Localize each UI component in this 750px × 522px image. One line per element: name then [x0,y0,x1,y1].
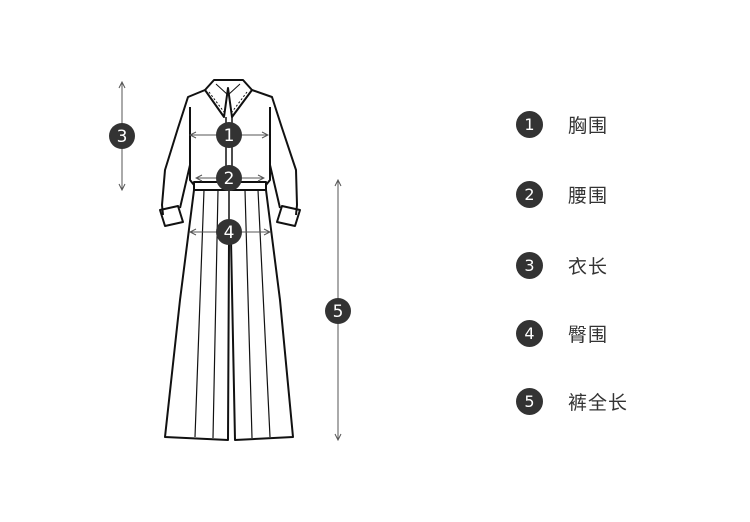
legend-item-waist: 2 腰围 [516,180,608,208]
legend-badge: 3 [516,251,543,279]
legend-label: 腰围 [568,184,609,207]
legend-item-hip: 4 臀围 [516,319,608,347]
legend-badge: 4 [516,319,543,347]
legend-badge: 1 [516,110,543,138]
svg-text:2: 2 [224,169,235,189]
svg-text:1: 1 [224,126,235,146]
legend-item-pants-length: 5 裤全长 [516,387,628,415]
svg-text:5: 5 [333,302,344,322]
legend-badge: 2 [516,180,543,208]
marker-3: 3 [109,123,135,149]
legend-label: 衣长 [568,255,609,278]
marker-2: 2 [216,165,242,191]
legend-item-chest: 1 胸围 [516,110,608,138]
legend-label: 臀围 [568,323,609,346]
svg-text:3: 3 [117,127,128,147]
legend-label: 裤全长 [568,391,629,414]
legend-item-top-length: 3 衣长 [516,251,608,279]
marker-1: 1 [216,122,242,148]
marker-4: 4 [216,219,242,245]
svg-text:4: 4 [224,223,235,243]
legend-badge: 5 [516,387,543,415]
marker-5: 5 [325,298,351,324]
legend-label: 胸围 [568,114,609,137]
diagram-markers: 1 2 3 4 5 [109,122,351,324]
